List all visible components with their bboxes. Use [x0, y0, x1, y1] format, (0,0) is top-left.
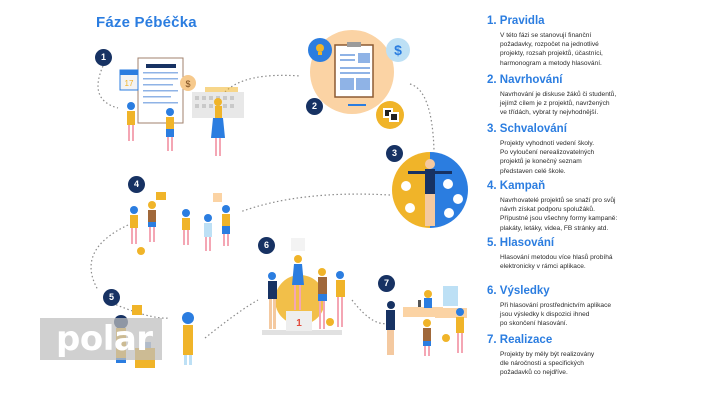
step-badge-6: 6	[258, 237, 275, 254]
podium-place: 1	[296, 318, 302, 329]
step-heading: 2. Navrhování	[487, 74, 563, 86]
step-5: 5. Hlasování Hlasování metodou více hlas…	[487, 236, 712, 271]
step-2: 2. Navrhování Navrhování je diskuse žáků…	[487, 73, 712, 118]
step-6: 6. Výsledky Při hlasování prostřednictví…	[487, 284, 712, 329]
step-badge-2: 2	[306, 98, 323, 115]
step-description: Hlasování metodou více hlasů probíhá ele…	[500, 254, 613, 271]
step-badge-3: 3	[386, 145, 403, 162]
dollar-icon: $	[394, 42, 402, 58]
watermark-text: polar	[56, 319, 153, 359]
step-description: Projekty vyhodnotí vedení školy. Po vylo…	[500, 140, 595, 175]
step6-illustration: 1	[262, 238, 345, 335]
step-4: 4. Kampaň Navrhovatelé projektů se snaží…	[487, 179, 712, 233]
watermark-logo: polar	[40, 318, 162, 360]
page-title: Fáze Pébéčka	[96, 14, 197, 31]
step-heading: 6. Výsledky	[487, 285, 550, 297]
step-description: Navrhování je diskuse žáků či studentů, …	[500, 91, 617, 117]
step-heading: 1. Pravidla	[487, 15, 545, 27]
step-description: Projekty by měly být realizovány dle nár…	[500, 351, 595, 377]
step4-illustration	[130, 192, 230, 255]
step-1: 1. Pravidla V této fázi se stanovují fin…	[487, 14, 712, 68]
step2-illustration: $	[308, 30, 410, 129]
step3-illustration	[392, 152, 468, 228]
step-heading: 3. Schvalování	[487, 123, 567, 135]
step-description: Při hlasování prostřednictvím aplikace j…	[500, 302, 612, 328]
step-badge-4: 4	[128, 176, 145, 193]
step7-illustration	[386, 286, 467, 356]
step-heading: 4. Kampaň	[487, 180, 546, 192]
step-description: V této fázi se stanovují finanční požada…	[500, 32, 603, 67]
step-3: 3. Schvalování Projekty vyhodnotí vedení…	[487, 122, 712, 176]
step-description: Navrhovatelé projektů se snaží pro svůj …	[500, 197, 618, 232]
money-bag-icon: $	[185, 79, 190, 89]
calendar-day: 17	[125, 79, 134, 88]
step-badge-7: 7	[378, 275, 395, 292]
step-badge-5: 5	[103, 289, 120, 306]
step-heading: 5. Hlasování	[487, 237, 555, 249]
step-7: 7. Realizace Projekty by měly být realiz…	[487, 333, 712, 378]
step-badge-1: 1	[95, 49, 112, 66]
step-heading: 7. Realizace	[487, 334, 553, 346]
step1-illustration: 17 $	[119, 57, 244, 156]
